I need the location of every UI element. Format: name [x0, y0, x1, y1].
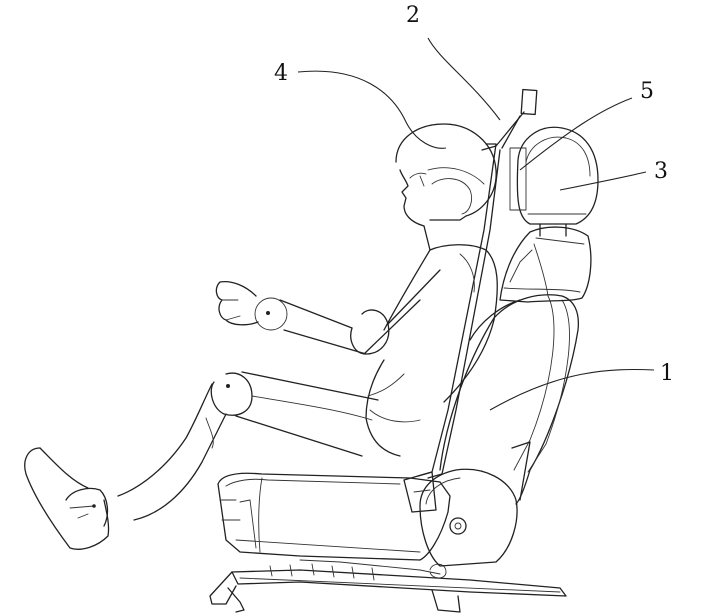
callout-4: 4 — [274, 61, 447, 149]
callout-label-2: 2 — [406, 3, 420, 28]
seat-rail — [209, 559, 567, 613]
seat-cushion — [217, 472, 451, 561]
callout-2: 2 — [406, 3, 501, 121]
belt-guide — [520, 88, 538, 116]
occupant — [24, 123, 498, 550]
callout-label-1: 1 — [660, 361, 674, 386]
seat-back — [439, 226, 592, 505]
recliner-knob-icon — [449, 517, 467, 535]
callout-5: 5 — [519, 79, 654, 171]
callout-label-5: 5 — [640, 79, 654, 104]
callout-3: 3 — [559, 159, 668, 191]
callout-label-4: 4 — [274, 61, 288, 86]
headrest — [509, 126, 599, 237]
callout-label-3: 3 — [654, 159, 668, 184]
seatbelt — [403, 88, 538, 513]
recliner-cover — [419, 468, 518, 567]
callout-1: 1 — [489, 361, 674, 411]
headrest-front-sensor — [509, 147, 527, 211]
